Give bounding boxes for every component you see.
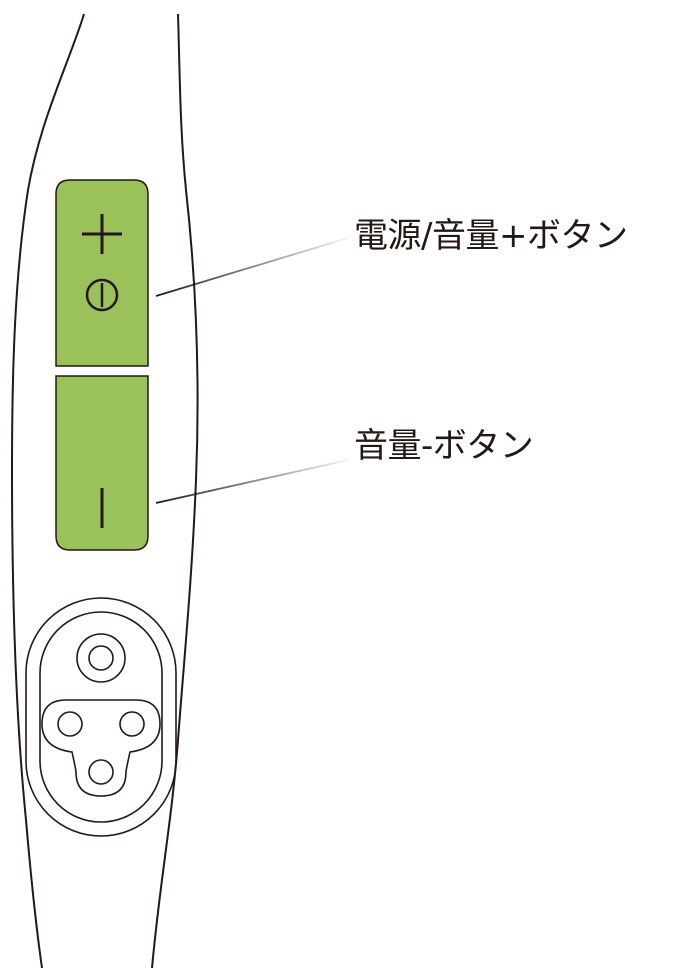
port-inner-frame <box>39 611 163 823</box>
headband-body <box>10 13 199 968</box>
contact-right <box>119 711 145 737</box>
contact-bottom <box>88 759 114 785</box>
power-icon <box>85 278 119 312</box>
button-panel <box>55 179 149 551</box>
callout-volume-down: 音量-ボタン <box>354 426 534 466</box>
contact-cluster <box>41 699 161 797</box>
contact-top <box>76 633 126 683</box>
power-volume-up-button[interactable] <box>55 179 149 367</box>
leader-line-power <box>155 237 349 297</box>
plus-icon <box>82 214 122 254</box>
headband-left-edge <box>10 13 85 968</box>
leader-line-volume-down <box>155 459 349 504</box>
contact-left <box>57 711 83 737</box>
port-outer-frame <box>25 597 177 837</box>
callout-power-volume-up: 電源/音量+ボタン <box>354 216 628 256</box>
headband-right-edge <box>151 13 199 968</box>
volume-down-button[interactable] <box>55 375 149 551</box>
charging-contacts-icon <box>25 597 177 837</box>
